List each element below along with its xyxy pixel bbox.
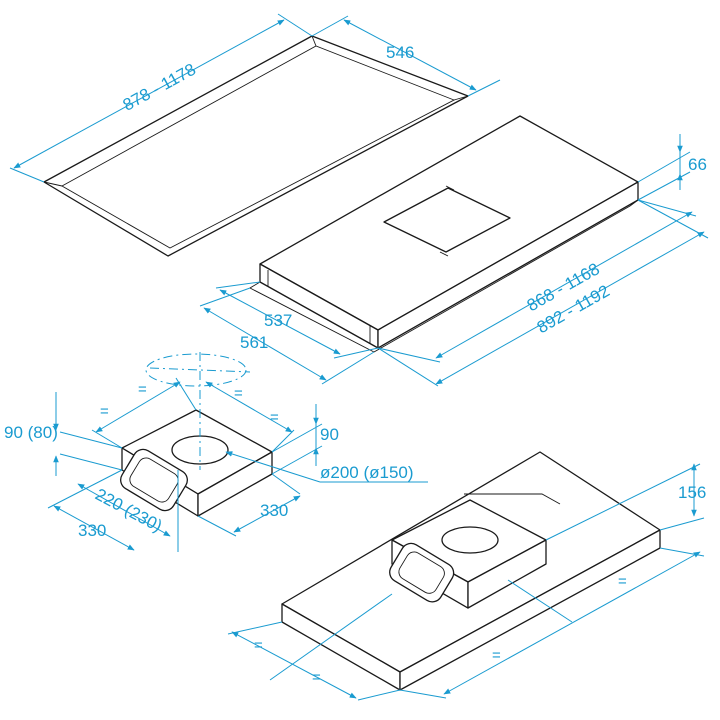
equal-mark: = xyxy=(618,573,627,590)
equal-mark: = xyxy=(270,409,279,426)
ceiling-width-label: 546 xyxy=(386,43,414,62)
motor-box-alt-height-label: 90 (80) xyxy=(4,423,58,442)
hood-height-label: 66 xyxy=(688,155,707,174)
equal-mark: = xyxy=(312,669,321,686)
outlet-diameter-label: ø200 (ø150) xyxy=(320,463,414,482)
assembly-equal-dimensions: = = = = xyxy=(227,547,705,701)
assembly-height-label: 156 xyxy=(678,483,706,502)
assembly-height-dimension: 156 xyxy=(545,463,706,541)
equal-mark: = xyxy=(254,637,263,654)
assembled-hood xyxy=(281,451,661,691)
motor-box-axis xyxy=(145,352,251,470)
motor-box-top-equal-dimensions: = = = = xyxy=(91,377,295,453)
hood-width-dimensions: 537 561 xyxy=(199,281,379,385)
motor-box-width-label: 330 xyxy=(260,501,288,520)
motor-box-outlet-leader: ø200 (ø150) xyxy=(225,451,428,483)
equal-mark: = xyxy=(100,403,109,420)
ceiling-width-dimension: 546 xyxy=(311,15,501,97)
hood-inner-width-label: 537 xyxy=(264,311,292,330)
motor-box-alt-height-dimension: 90 (80) xyxy=(4,392,123,476)
equal-mark: = xyxy=(492,647,501,664)
hood-height-dimension: 66 xyxy=(637,134,707,201)
motor-box-height-label: 90 xyxy=(320,425,339,444)
motor-box xyxy=(120,409,273,517)
hood-outer-width-label: 561 xyxy=(240,333,268,352)
equal-mark: = xyxy=(138,381,147,398)
motor-box-depth-label: 330 xyxy=(78,521,106,540)
equal-mark: = xyxy=(234,385,243,402)
